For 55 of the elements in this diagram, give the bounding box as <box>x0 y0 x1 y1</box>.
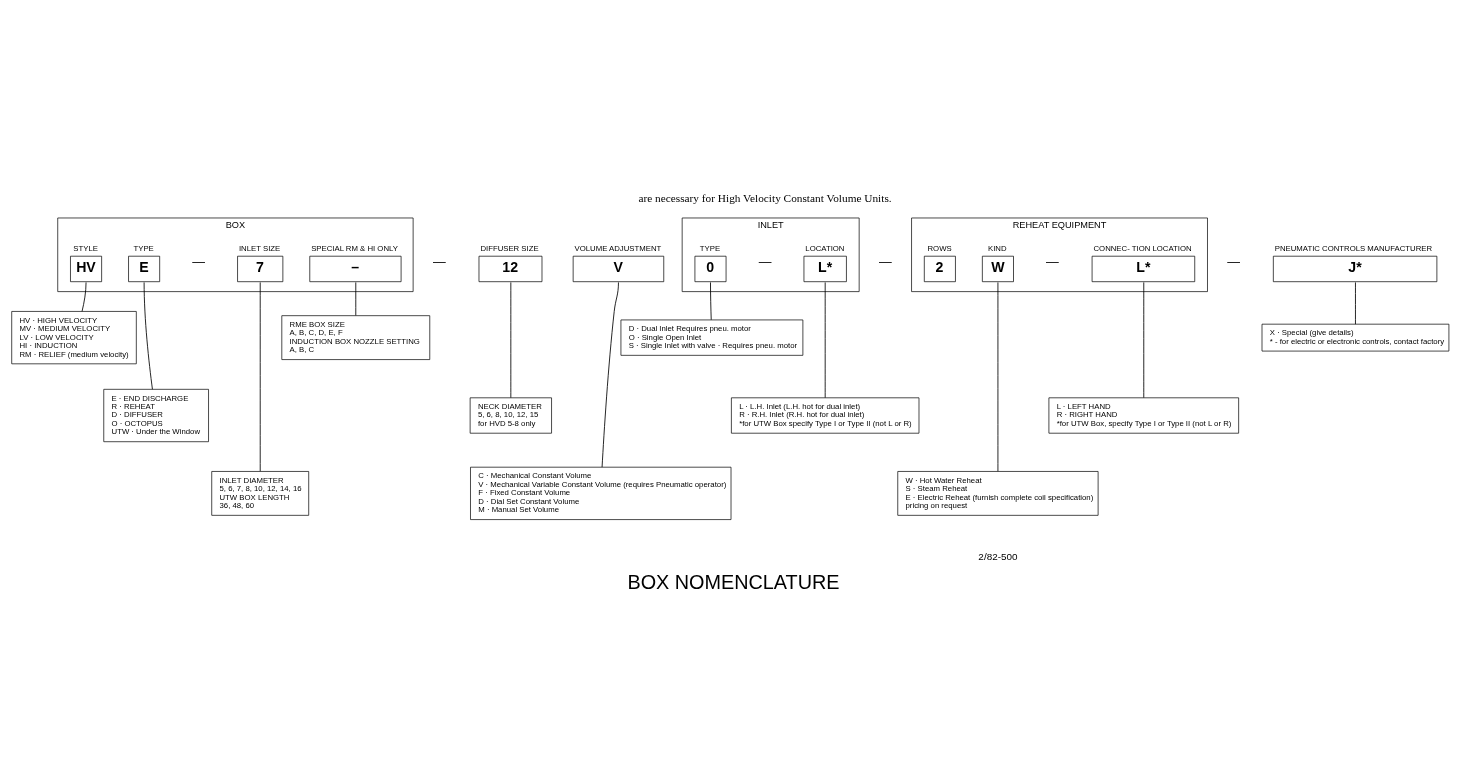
node-box: D · Dual Inlet Requires pneu. motor O · Single Open Inlet S · Single Inlet with valve · Requires pneu. motor <box>620 319 804 356</box>
node-box: L · L.H. Inlet (L.H. hot for dual inlet) R · R.H. Inlet (R.H. hot for dual inlet) *for UTW Box specify Type I or Type II (not L or R) <box>731 396 920 434</box>
node-box: X · Special (give details) * - for electric or electronic controls, contact factory <box>1261 323 1450 351</box>
label: are necessary for High Velocity Constant Volume Units. <box>638 191 892 204</box>
node-box: W · Hot Water Reheat S · Steam Reheat E · Electric Reheat (furnish complete coil specification) pricing on request <box>897 470 1099 516</box>
connector <box>355 281 357 316</box>
node-box: – <box>309 255 402 282</box>
node-box: C · Mechanical Constant Volume V · Mechanical Variable Constant Volume (requires Pneumatic operator) F · Fixed Constant Volume D · Dial Set Constant Volume M · Manual Set Volume <box>470 466 732 520</box>
node-box: 2 <box>923 255 956 282</box>
node-box: 0 <box>694 255 727 282</box>
connector <box>824 281 826 398</box>
node-label: DIFFUSER SIZE <box>480 243 539 253</box>
connector <box>1143 281 1145 398</box>
connector <box>259 281 261 472</box>
connector <box>143 281 153 390</box>
connector <box>81 281 87 312</box>
node-label: CONNEC- TION LOCATION <box>1093 243 1192 253</box>
node-box: HV <box>70 255 102 282</box>
node-box: J* <box>1272 255 1438 282</box>
node-box: RME BOX SIZE A, B, C, D, E, F INDUCTION BOX NOZZLE SETTING A, B, C <box>281 314 431 360</box>
connector <box>1355 281 1356 325</box>
node-box: 7 <box>237 255 284 282</box>
node-box: INLET DIAMETER 5, 6, 7, 8, 10, 12, 14, 16 UTW BOX LENGTH 36, 48, 60 <box>211 470 310 516</box>
label: — <box>1046 253 1059 269</box>
label: — <box>758 253 772 269</box>
label: — <box>432 253 446 269</box>
node-box: 12 <box>478 255 543 282</box>
node-label: STYLE <box>73 243 98 253</box>
node-box: HV · HIGH VELOCITY MV · MEDIUM VELOCITY LV · LOW VELOCITY HI · INDUCTION RM · RELIEF (medium velocity) <box>11 310 137 364</box>
node-box: NECK DIAMETER 5, 6, 8, 10, 12, 15 for HVD 5-8 only <box>469 396 552 434</box>
label: — <box>878 253 892 269</box>
connector <box>710 281 712 320</box>
node-box: W <box>982 255 1014 282</box>
node-box: L* <box>803 255 847 282</box>
node-box: V <box>572 255 665 282</box>
node-label: VOLUME ADJUSTMENT <box>574 243 662 253</box>
node-box: L* <box>1091 255 1196 282</box>
node-label: TYPE <box>133 243 154 253</box>
label: — <box>192 253 205 269</box>
diagram-title: BOX NOMENCLATURE <box>627 570 840 593</box>
label: — <box>1227 253 1241 269</box>
node-label: ROWS <box>927 243 952 253</box>
node-label: INLET SIZE <box>238 243 281 253</box>
connector <box>601 281 619 468</box>
node-box: L · LEFT HAND R · RIGHT HAND *for UTW Box, specify Type I or Type II (not L or R) <box>1048 396 1239 434</box>
node-label: TYPE <box>699 243 721 253</box>
node-label: PNEUMATIC CONTROLS MANUFACTURER <box>1274 243 1433 253</box>
label: 2/82-500 <box>978 550 1018 562</box>
node-label: LOCATION <box>805 243 845 253</box>
node-label: SPECIAL RM & HI ONLY <box>311 243 398 253</box>
node-box: E · END DISCHARGE R · REHEAT D · DIFFUSER O · OCTOPUS UTW · Under the Window <box>103 388 209 442</box>
connector <box>510 281 512 398</box>
node-box: E <box>128 255 161 282</box>
connector <box>997 281 999 472</box>
node-label: KIND <box>988 243 1007 253</box>
